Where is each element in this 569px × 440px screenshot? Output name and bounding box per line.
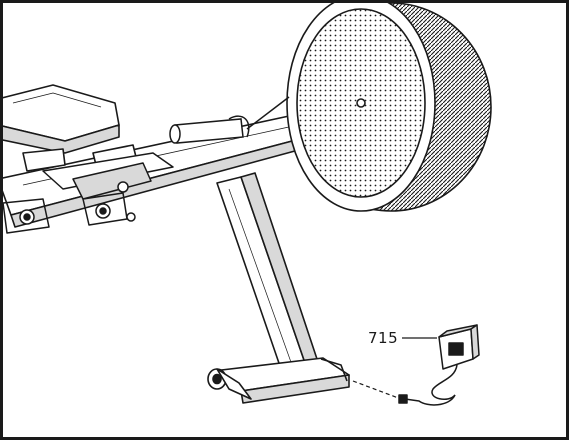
power-cord-dashed xyxy=(352,380,402,400)
power-adapter xyxy=(398,324,480,406)
rowing-machine-diagram xyxy=(3,3,492,406)
front-stabilizer xyxy=(207,357,350,404)
flywheel xyxy=(286,3,492,212)
seat xyxy=(3,84,138,172)
front-leg xyxy=(216,172,318,370)
handlebar xyxy=(169,96,290,144)
carriage xyxy=(3,152,174,234)
part-number-callout: 715 xyxy=(368,329,399,347)
